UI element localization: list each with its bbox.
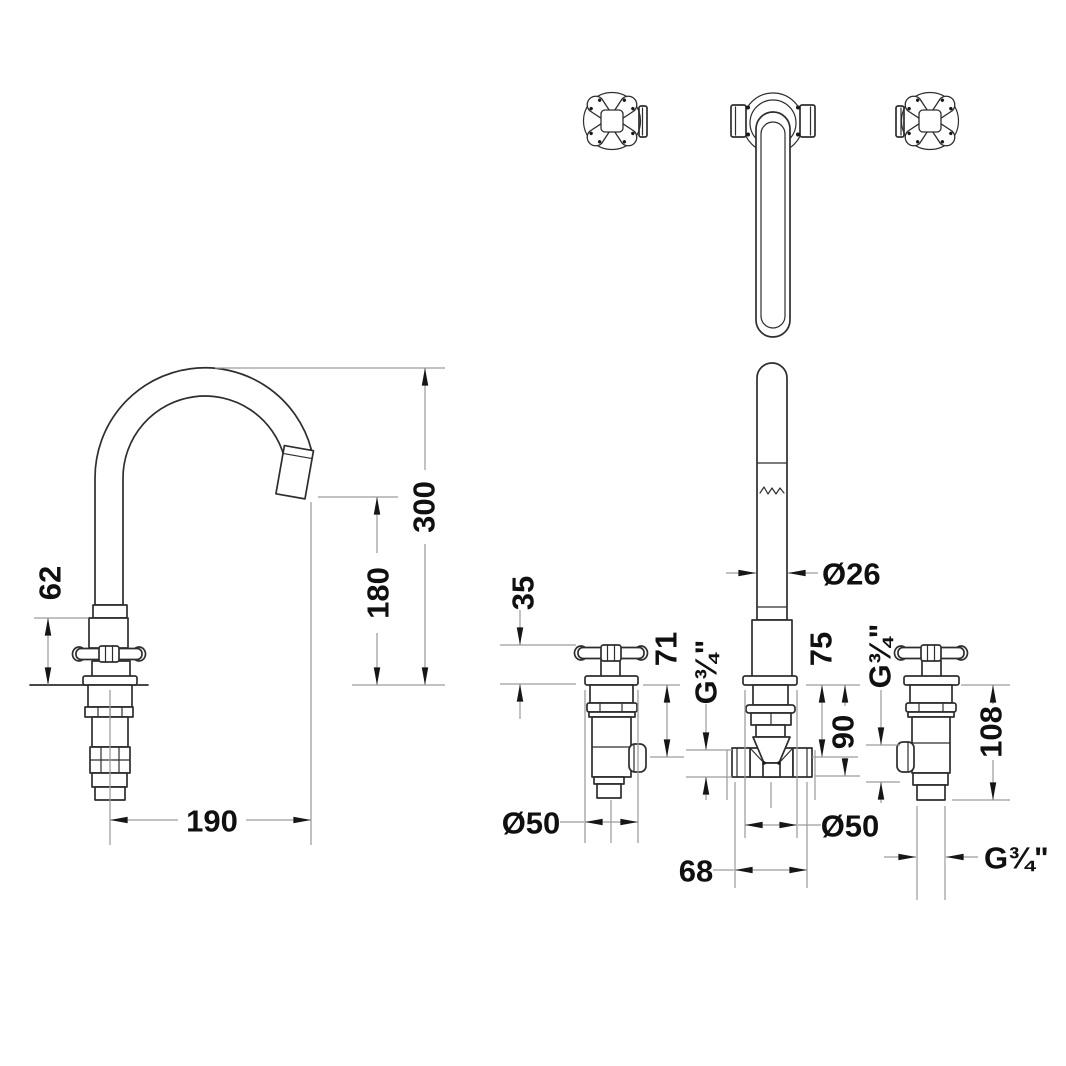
- dim-label-300: 300: [407, 481, 442, 533]
- plan-view: [584, 93, 959, 338]
- spout-collar: [92, 604, 128, 619]
- front-view-left-valve: [573, 644, 649, 843]
- brand-mark: [759, 486, 785, 495]
- plan-right-handle: [895, 93, 959, 150]
- dim-label-180: 180: [361, 567, 396, 619]
- dim-75: 75: [804, 632, 858, 758]
- spout-inlet-body: [755, 724, 786, 738]
- valve-underdeck-body: [909, 684, 953, 704]
- dim-35: 35: [500, 576, 576, 719]
- dim-label-dia50-center: Ø50: [821, 809, 880, 844]
- dim-label-g34-bottom: G¾": [984, 841, 1049, 876]
- gooseneck-spout-outline: [94, 366, 313, 606]
- spout-neck: [91, 660, 131, 678]
- dim-300: 300: [215, 367, 445, 686]
- plan-left-handle: [584, 93, 648, 150]
- dim-label-190: 190: [186, 804, 238, 839]
- dim-label-dia50-left: Ø50: [502, 806, 561, 841]
- valve-outlet-port: [896, 741, 915, 773]
- dim-label-68: 68: [679, 854, 713, 889]
- valve-lock-nut: [586, 702, 638, 713]
- dim-108: 108: [952, 684, 1010, 801]
- spout-underdeck-neck: [752, 684, 789, 706]
- lock-nut: [84, 706, 134, 718]
- dim-71: 71: [643, 632, 684, 758]
- plan-right-lug: [799, 104, 816, 138]
- cross-handle-side: [893, 644, 969, 662]
- plan-left-lug: [730, 104, 747, 138]
- valve-step: [912, 772, 949, 786]
- flange: [82, 675, 138, 686]
- valve-lock-nut: [905, 702, 957, 713]
- dim-180: 180: [318, 496, 398, 685]
- valve-tailpiece: [596, 783, 622, 799]
- spout-nozzle: [275, 444, 315, 500]
- dim-62: 62: [33, 566, 88, 685]
- plan-spout: [730, 92, 816, 338]
- dim-dia50-center: Ø50: [744, 690, 880, 844]
- valve-flange: [903, 675, 960, 686]
- dim-90: 90: [806, 684, 861, 777]
- tee-left-port: [731, 747, 751, 778]
- plan-spout-arm: [755, 111, 791, 338]
- dim-g34-bottom: G¾": [884, 806, 1049, 900]
- dim-190: 190: [110, 502, 312, 845]
- front-view-right-valve: [893, 644, 969, 801]
- dim-g34-left: G¾": [686, 640, 732, 800]
- dim-dia26: Ø26: [726, 557, 881, 592]
- spout-column: [756, 362, 788, 621]
- cross-handle-side: [71, 645, 147, 663]
- dim-label-71: 71: [649, 632, 684, 666]
- dim-label-108: 108: [974, 706, 1009, 758]
- front-view-spout: [731, 362, 813, 808]
- dim-label-dia26: Ø26: [822, 557, 881, 592]
- dim-label-35: 35: [506, 576, 541, 610]
- dim-dia50-left: Ø50: [502, 690, 639, 843]
- valve-underdeck-body: [589, 684, 634, 704]
- side-view-spout: [29, 366, 315, 845]
- dim-label-62: 62: [33, 566, 68, 600]
- dim-label-g34-right: G¾": [863, 624, 898, 689]
- spout-lock-nut: [745, 704, 796, 714]
- spout-body: [88, 617, 129, 649]
- spout-base: [751, 619, 793, 678]
- tee-right-port: [792, 747, 813, 778]
- dim-label-75: 75: [804, 632, 839, 666]
- spout-flange: [742, 675, 798, 686]
- valve-body: [911, 716, 951, 774]
- valve-flange: [584, 675, 639, 686]
- valve-step: [593, 776, 625, 785]
- dim-68: 68: [679, 750, 816, 889]
- valve-tailpiece: [916, 784, 946, 801]
- dim-g34-right: G¾": [863, 624, 900, 803]
- cross-handle-front: [573, 644, 649, 662]
- dim-label-g34-left: G¾": [689, 640, 724, 705]
- dim-label-90: 90: [826, 715, 861, 749]
